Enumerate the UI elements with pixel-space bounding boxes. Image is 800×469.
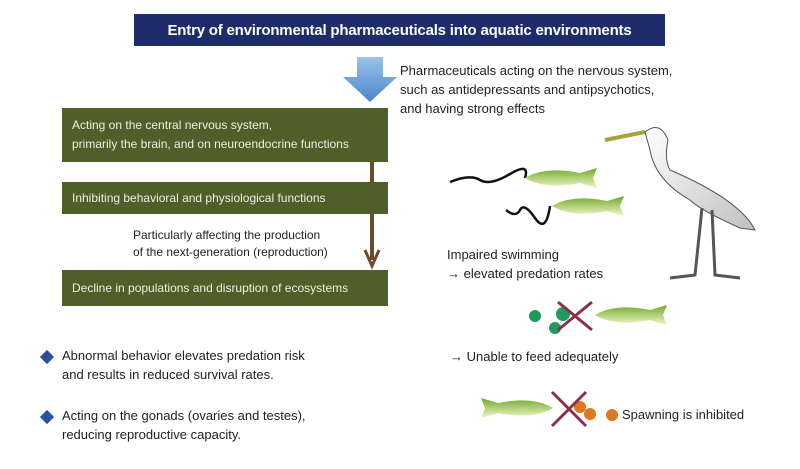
bullet-line: Acting on the gonads (ovaries and testes…: [62, 408, 306, 423]
bullet-line: Abnormal behavior elevates predation ris…: [62, 348, 305, 363]
effect-line: → elevated predation rates: [447, 266, 604, 281]
flow-box-inhibiting: Inhibiting behavioral and physiological …: [62, 182, 388, 214]
note-line: such as antidepressants and antipsychoti…: [400, 82, 655, 97]
box-line: primarily the brain, and on neuroendocri…: [72, 137, 349, 151]
cross-icon: [557, 300, 593, 332]
reproduction-note: Particularly affecting the production of…: [133, 227, 328, 261]
note-line: Pharmaceuticals acting on the nervous sy…: [400, 63, 673, 78]
down-arrow-icon: [343, 57, 397, 102]
fish-icon: [552, 196, 624, 216]
note-line: of the next-generation (reproduction): [133, 245, 328, 259]
illustrations: [449, 127, 756, 428]
note-line: and having strong effects: [400, 101, 546, 116]
swim-trail: [505, 205, 552, 226]
fish-icon: [525, 168, 597, 188]
diamond-bullet-icon: [39, 349, 55, 365]
bullet-line: reducing reproductive capacity.: [62, 427, 241, 442]
bullet-gonads: Acting on the gonads (ovaries and testes…: [62, 406, 306, 444]
box-line: Acting on the central nervous system,: [72, 118, 273, 132]
swim-trail: [449, 167, 528, 184]
effect-line: Impaired swimming: [447, 247, 559, 262]
effect-swimming: Impaired swimming → elevated predation r…: [447, 245, 603, 283]
diamond-bullet-icon: [39, 409, 55, 425]
flow-box-cns: Acting on the central nervous system, pr…: [62, 108, 388, 162]
fish-icon: [595, 305, 667, 325]
bullet-predation: Abnormal behavior elevates predation ris…: [62, 346, 305, 384]
pharmaceuticals-note: Pharmaceuticals acting on the nervous sy…: [400, 61, 672, 118]
effect-feeding: → Unable to feed adequately: [450, 349, 619, 364]
diagram-title: Entry of environmental pharmaceuticals i…: [134, 14, 665, 46]
fish-icon: [481, 398, 553, 418]
heron-icon: [604, 127, 756, 280]
food-pellets-icon: [529, 307, 570, 334]
bullet-line: and results in reduced survival rates.: [62, 367, 274, 382]
flow-arrow: [363, 162, 381, 270]
eggs-icon: [574, 401, 618, 421]
note-line: Particularly affecting the production: [133, 228, 321, 242]
effect-spawning: Spawning is inhibited: [622, 407, 745, 422]
flow-box-decline: Decline in populations and disruption of…: [62, 270, 388, 306]
cross-icon: [550, 390, 588, 428]
